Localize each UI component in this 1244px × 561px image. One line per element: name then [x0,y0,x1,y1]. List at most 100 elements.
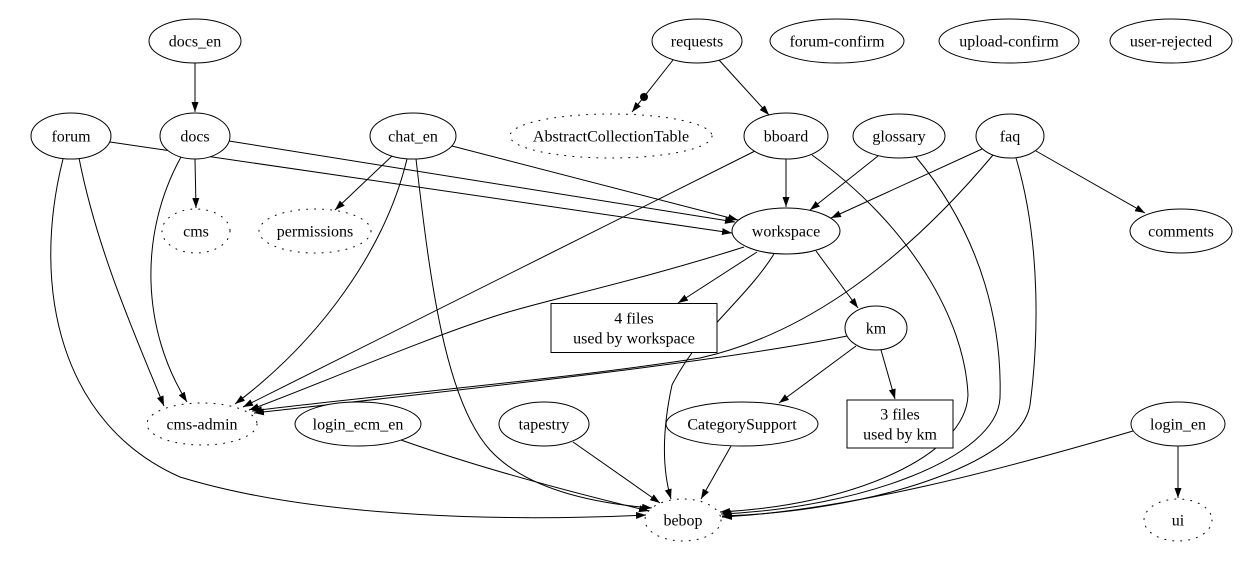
node-shape-login_ecm_en [294,401,422,447]
node-label-km: km [866,321,887,338]
node-label-comments: comments [1148,224,1214,241]
edge-glossary-workspace [809,155,879,211]
node-shape-tapestry [498,401,590,447]
node-shape-files4 [550,303,718,353]
node-label-requests: requests [671,34,723,51]
node-shape-requests [651,18,743,64]
edge-workspace-km [815,250,859,309]
node-shape-glossary [852,113,946,159]
node-permissions: permissions [258,208,372,254]
node-label-bebop: bebop [663,513,702,530]
node-shape-forum [30,112,112,160]
edge-CategorySupport-bebop [700,445,732,500]
edge-requests-bboard [718,59,770,116]
node-shape-CategorySupport [665,401,819,447]
node-label-forum: forum [51,129,91,146]
node-shape-docs [159,112,231,160]
edge-faq-workspace [830,148,983,219]
edge-workspace-bebop [663,253,775,500]
node-shape-upload-confirm [938,18,1080,64]
node-shape-faq [975,113,1045,159]
node-shape-user-rejected [1109,18,1233,64]
node-glossary: glossary [852,113,946,159]
edge-login_en-bebop [721,430,1134,520]
node-label-forum-confirm: forum-confirm [789,34,885,51]
node-label-permissions: permissions [277,224,353,241]
node-label-upload-confirm: upload-confirm [959,34,1059,51]
edge-bboard-cms-admin [242,150,756,408]
node-label-bboard: bboard [764,129,808,146]
node-shape-files3 [846,399,954,449]
node-shape-forum-confirm [769,18,905,64]
node-shape-comments [1129,208,1233,254]
node-label-docs: docs [180,129,209,146]
edge-glossary-bebop [720,156,1001,518]
node-label-files3-line2: used by km [863,427,937,444]
node-shape-cms-admin [146,402,258,446]
node-label-AbstractCollectionTable: AbstractCollectionTable [533,129,689,146]
node-chat_en: chat_en [369,112,457,160]
node-user-rejected: user-rejected [1109,18,1233,64]
edge-dot-requests-AbstractCollectionTable [640,93,648,101]
node-cms: cms [161,208,231,254]
node-km: km [844,305,908,351]
node-label-CategorySupport: CategorySupport [687,417,797,434]
node-label-workspace: workspace [752,224,820,241]
node-CategorySupport: CategorySupport [665,401,819,447]
node-workspace: workspace [731,207,841,255]
node-forum: forum [30,112,112,160]
edge-faq-cms-admin [251,154,994,414]
node-cms-admin: cms-admin [146,402,258,446]
node-shape-docs_en [148,18,242,64]
node-label-faq: faq [1000,129,1020,146]
edge-faq-comments [1035,150,1146,214]
node-label-cms: cms [183,224,209,241]
node-label-files4-line2: used by workspace [573,331,695,348]
edge-docs-cms-admin [150,156,188,403]
node-label-glossary: glossary [872,129,925,146]
node-upload-confirm: upload-confirm [938,18,1080,64]
node-AbstractCollectionTable: AbstractCollectionTable [509,113,713,159]
node-comments: comments [1129,208,1233,254]
node-label-tapestry: tapestry [519,417,570,434]
edge-bboard-bebop [719,154,969,515]
edge-workspace-cms-admin [248,246,745,411]
edge-chat_en-permissions [334,155,393,211]
node-shape-permissions [258,208,372,254]
node-label-ui: ui [1172,513,1185,530]
edge-forum-workspace [109,141,733,236]
node-label-docs_en: docs_en [169,34,221,51]
node-login_en: login_en [1130,401,1226,447]
node-shape-cms [161,208,231,254]
node-docs: docs [159,112,231,160]
edge-km-files3 [880,349,896,400]
node-docs_en: docs_en [148,18,242,64]
node-faq: faq [975,113,1045,159]
edge-docs-cms [192,158,200,209]
node-forum-confirm: forum-confirm [769,18,905,64]
node-shape-chat_en [369,112,457,160]
node-shape-ui [1143,498,1213,542]
node-ui: ui [1143,498,1213,542]
node-bboard: bboard [743,112,829,160]
edge-tapestry-bebop [572,441,661,504]
node-tapestry: tapestry [498,401,590,447]
node-label-user-rejected: user-rejected [1130,34,1212,51]
edge-chat_en-workspace [451,145,739,221]
node-label-login_ecm_en: login_ecm_en [313,417,404,434]
edge-chat_en-cms-admin [234,158,408,405]
edge-forum-bebop [50,158,647,519]
node-bebop: bebop [644,498,722,542]
node-requests: requests [651,18,743,64]
edge-workspace-files4 [677,251,758,304]
edge-requests-AbstractCollectionTable [631,59,674,113]
node-label-cms-admin: cms-admin [166,417,237,434]
node-shape-km [844,305,908,351]
edge-login_ecm_en-bebop [400,439,650,513]
edge-forum-cms-admin [78,157,165,407]
edge-docs-workspace [228,140,736,224]
node-label-chat_en: chat_en [388,129,438,146]
